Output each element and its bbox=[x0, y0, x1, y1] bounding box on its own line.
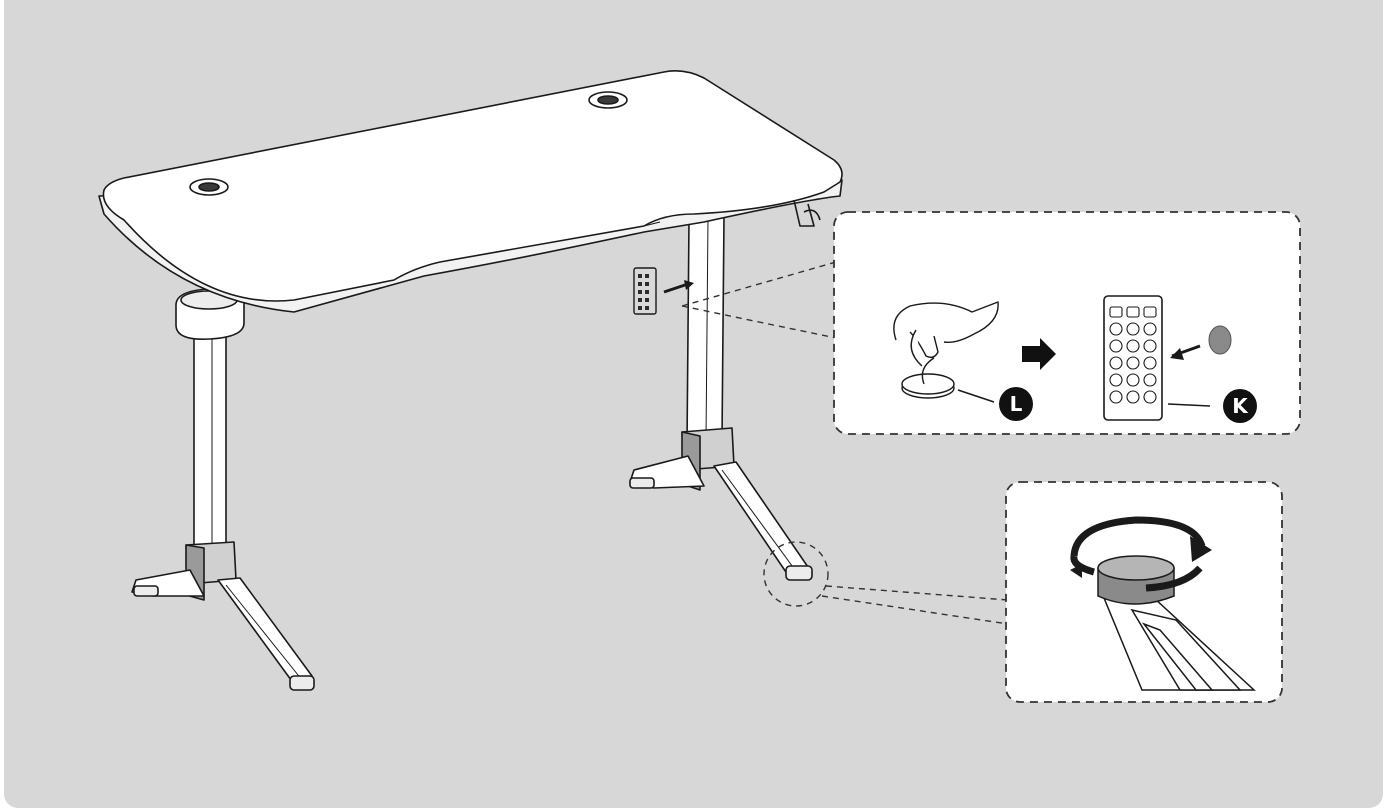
remote-key bbox=[1109, 356, 1123, 370]
battery-cover-icon bbox=[1208, 325, 1232, 355]
remote-control-icon bbox=[1103, 295, 1163, 421]
remote-key bbox=[1109, 306, 1123, 318]
assembly-diagram: L K bbox=[98, 70, 1301, 703]
remote-detail-box: L K bbox=[833, 211, 1301, 435]
remote-detail-leader bbox=[681, 261, 837, 339]
remote-key bbox=[1126, 356, 1140, 370]
remote-key bbox=[1126, 306, 1140, 318]
remote-key bbox=[1143, 322, 1157, 336]
remote-key bbox=[1143, 306, 1157, 318]
left-leg bbox=[131, 287, 315, 691]
remote-key bbox=[1109, 322, 1123, 336]
remote-key bbox=[1143, 373, 1157, 387]
callout-label-k: K bbox=[1232, 394, 1249, 418]
hand-pulling-tab-icon bbox=[893, 301, 999, 399]
illustration-panel: L K bbox=[4, 0, 1383, 808]
rotate-arrows-icon bbox=[1070, 516, 1212, 592]
desk-illustration bbox=[98, 70, 843, 691]
remote-key bbox=[1109, 373, 1123, 387]
callout-badge-k: K bbox=[1223, 389, 1257, 423]
mounted-remote bbox=[633, 267, 694, 315]
remote-key bbox=[1126, 322, 1140, 336]
remote-key bbox=[1143, 339, 1157, 353]
remote-key bbox=[1126, 339, 1140, 353]
desktop-surface bbox=[102, 70, 843, 302]
arrow-right-icon bbox=[1022, 338, 1056, 370]
callout-badge-l: L bbox=[999, 387, 1033, 421]
remote-key bbox=[1109, 339, 1123, 353]
foot-detail-box bbox=[1005, 481, 1283, 703]
foot-highlight-circle bbox=[763, 541, 829, 607]
remote-key bbox=[1143, 390, 1157, 404]
remote-key bbox=[1143, 356, 1157, 370]
remote-key bbox=[1126, 373, 1140, 387]
foot-detail-leader bbox=[821, 585, 1009, 625]
headphone-hook bbox=[793, 199, 815, 227]
remote-key bbox=[1126, 390, 1140, 404]
right-leg bbox=[629, 215, 813, 581]
callout-label-l: L bbox=[1010, 392, 1023, 416]
remote-key bbox=[1109, 390, 1123, 404]
